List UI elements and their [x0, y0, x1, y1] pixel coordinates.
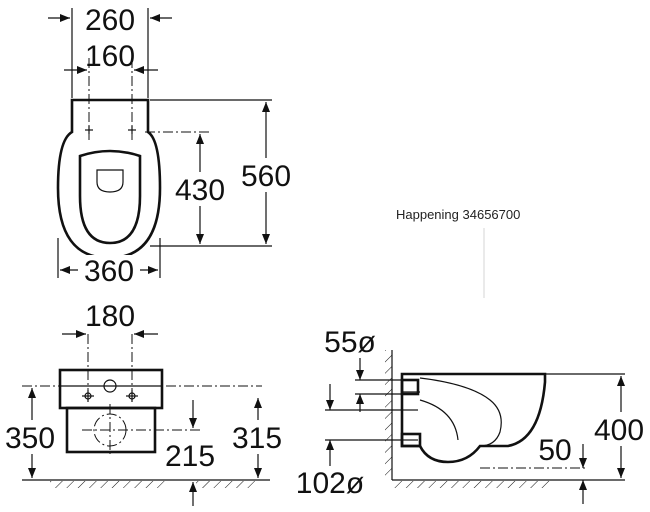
- side-inlet-pipe: [400, 378, 420, 396]
- dim-projection: 50: [538, 434, 571, 467]
- dim-outlet-diameter: 102ø: [296, 467, 364, 500]
- front-rim: [58, 368, 164, 410]
- pan-outline: [56, 98, 162, 260]
- side-view: 55ø 102ø 400 50: [296, 326, 650, 504]
- dim-height-upper: 350: [5, 422, 55, 455]
- side-bowl-body: [400, 372, 547, 464]
- side-trap-line: [419, 377, 502, 447]
- dim-fixing-centres: 160: [85, 40, 135, 73]
- dim-pan-length: 430: [175, 174, 225, 207]
- dim-rim-height: 400: [594, 414, 644, 447]
- dim-height-lower: 315: [232, 422, 282, 455]
- dim-pan-width: 360: [84, 255, 134, 288]
- product-caption: Happening 34656700: [396, 207, 520, 222]
- side-wall-hatch: [385, 350, 392, 480]
- bowl-outline: [78, 149, 142, 245]
- front-view: 180 350 215 315: [0, 300, 288, 506]
- front-floor-hatch: [50, 481, 165, 488]
- dim-overall-length: 560: [241, 160, 291, 193]
- dim-outer-width: 260: [85, 4, 135, 37]
- dim-front-fixing-centres: 180: [85, 300, 135, 333]
- top-view: 260 160 360 430 560: [48, 4, 296, 288]
- dim-inlet-diameter: 55ø: [324, 326, 376, 359]
- seat-opening: [96, 169, 124, 193]
- dim-height-waste: 215: [165, 440, 215, 473]
